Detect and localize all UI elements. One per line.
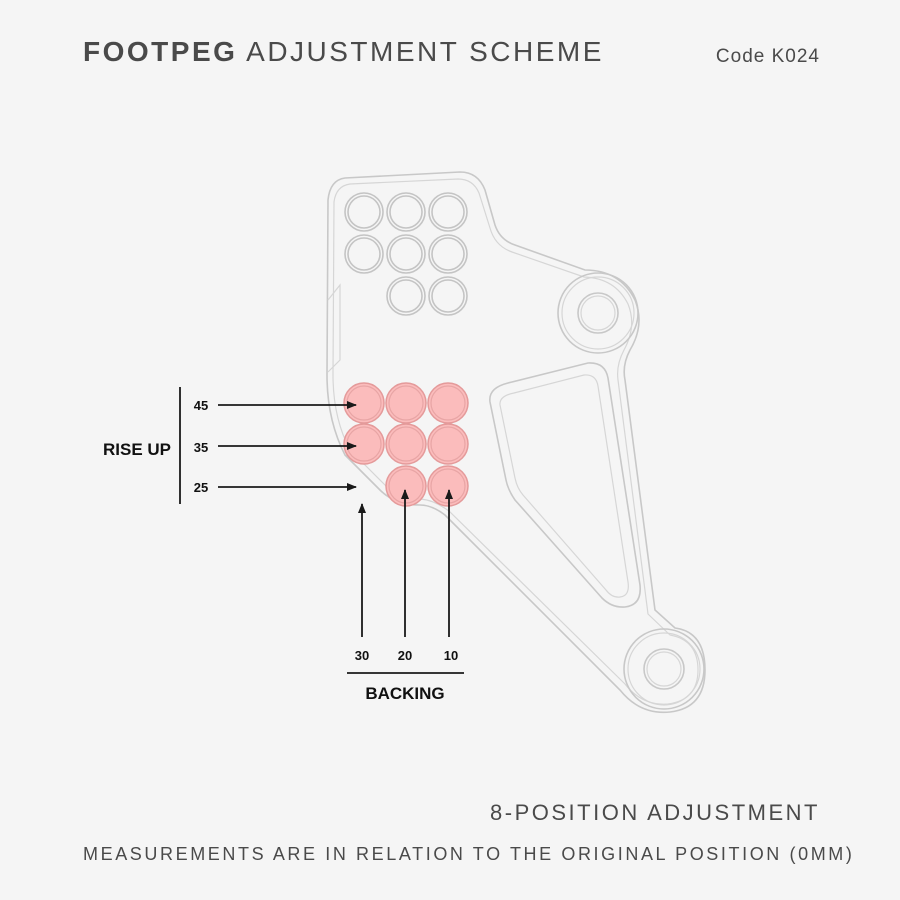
pivot-lower xyxy=(623,628,705,710)
title-rest: ADJUSTMENT SCHEME xyxy=(246,36,604,67)
backing-value-10: 10 xyxy=(444,648,458,663)
rise-up-label: RISE UP xyxy=(103,440,171,459)
rise-value-25: 25 xyxy=(194,480,208,495)
adjustment-subtitle: 8-POSITION ADJUSTMENT xyxy=(490,800,820,825)
rise-arrows xyxy=(179,387,357,504)
rise-value-35: 35 xyxy=(194,440,208,455)
product-code: Code K024 xyxy=(715,46,820,67)
backing-value-20: 20 xyxy=(398,648,412,663)
backing-arrows xyxy=(347,489,464,674)
rise-value-45: 45 xyxy=(194,398,208,413)
page-title: FOOTPEG ADJUSTMENT SCHEME xyxy=(83,36,604,68)
adjustment-holes xyxy=(343,382,469,507)
backing-label: BACKING xyxy=(365,684,444,703)
unused-holes xyxy=(344,192,468,316)
pivot-upper xyxy=(557,272,639,354)
backing-value-30: 30 xyxy=(355,648,369,663)
measurement-note: MEASUREMENTS ARE IN RELATION TO THE ORIG… xyxy=(83,844,855,864)
title-bold: FOOTPEG xyxy=(83,36,238,67)
